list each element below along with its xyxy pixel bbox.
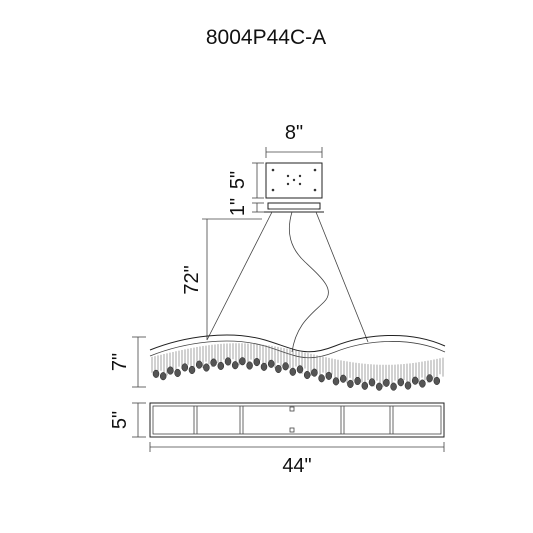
frame-center-mount bbox=[289, 406, 295, 412]
crystal-drop bbox=[404, 381, 412, 390]
crystal-drop bbox=[325, 371, 333, 380]
crystal-drop bbox=[419, 379, 426, 388]
canopy-height-label: 5" bbox=[227, 171, 249, 189]
crystal-drop bbox=[433, 376, 441, 385]
hanging-length-dimension: 72" bbox=[181, 218, 262, 340]
crystal-drop bbox=[347, 379, 354, 388]
stem-height-label: 1" bbox=[227, 198, 249, 216]
frame-inner bbox=[152, 405, 442, 435]
crystal-drop bbox=[217, 361, 225, 370]
frame-outer bbox=[149, 402, 445, 438]
canopy-stem bbox=[267, 202, 321, 210]
crystal-drop bbox=[253, 358, 261, 367]
suspension-cables bbox=[206, 211, 369, 353]
crystal-drops bbox=[152, 357, 441, 391]
stem-height-dimension: 1" bbox=[227, 198, 264, 216]
crystal-drop bbox=[289, 367, 297, 376]
canopy-width-label: 8" bbox=[285, 122, 303, 144]
fixture-top-wave bbox=[149, 334, 446, 353]
canopy-holes bbox=[271, 168, 317, 192]
crystal-drop bbox=[181, 363, 189, 372]
power-cord bbox=[288, 211, 329, 353]
crystal-drop bbox=[174, 368, 181, 377]
crystal-drop bbox=[260, 362, 268, 371]
crystal-drop bbox=[231, 361, 239, 370]
frame-dividers bbox=[193, 406, 394, 434]
crystal-drop bbox=[224, 357, 232, 366]
hanging-length-label: 72" bbox=[181, 265, 203, 294]
crystal-drop bbox=[354, 376, 361, 386]
crystal-drop bbox=[246, 361, 253, 370]
fixture-frame bbox=[149, 402, 445, 438]
crystal-drop bbox=[210, 358, 217, 367]
crystal-drop bbox=[426, 374, 433, 383]
canopy-plate bbox=[265, 162, 323, 199]
crystal-drop bbox=[167, 366, 174, 375]
frame-height-dimension: 5" bbox=[109, 402, 146, 438]
overall-width-label: 44" bbox=[282, 455, 311, 477]
canopy-height-dimension: 5" bbox=[227, 162, 264, 199]
fixture-height-dimension: 7" bbox=[109, 336, 146, 388]
crystal-drop bbox=[332, 377, 340, 386]
crystal-drop bbox=[303, 370, 311, 380]
overall-width-dimension: 44" bbox=[149, 442, 445, 477]
crystal-drop bbox=[267, 359, 275, 368]
canopy bbox=[264, 162, 324, 213]
crystal-strands bbox=[151, 343, 444, 387]
crystal-drop bbox=[239, 357, 246, 366]
crystal-drop bbox=[390, 382, 397, 391]
crystal-drop bbox=[368, 378, 376, 387]
model-title: 8004P44C-A bbox=[206, 26, 326, 49]
fixture-side-view bbox=[149, 334, 446, 391]
crystal-drop bbox=[282, 362, 289, 371]
fixture-height-label: 7" bbox=[109, 353, 131, 371]
crystal-drop bbox=[383, 378, 390, 387]
frame-center-mount-bottom bbox=[289, 427, 295, 433]
fixture-mid-wave bbox=[149, 340, 446, 359]
crystal-drop bbox=[275, 364, 282, 374]
crystal-drop bbox=[203, 363, 210, 372]
crystal-drop bbox=[159, 372, 167, 381]
crystal-drop bbox=[375, 382, 383, 391]
crystal-drop bbox=[152, 369, 160, 378]
crystal-drop bbox=[361, 381, 369, 390]
crystal-drop bbox=[188, 365, 196, 375]
crystal-drop bbox=[411, 376, 419, 385]
frame-height-label: 5" bbox=[109, 411, 131, 429]
crystal-drop bbox=[339, 374, 347, 383]
crystal-drop bbox=[397, 378, 405, 387]
canopy-width-dimension: 8" bbox=[265, 122, 323, 158]
crystal-drop bbox=[311, 368, 318, 377]
crystal-drop bbox=[318, 374, 325, 383]
crystal-drop bbox=[195, 360, 203, 369]
crystal-drop bbox=[296, 365, 304, 374]
